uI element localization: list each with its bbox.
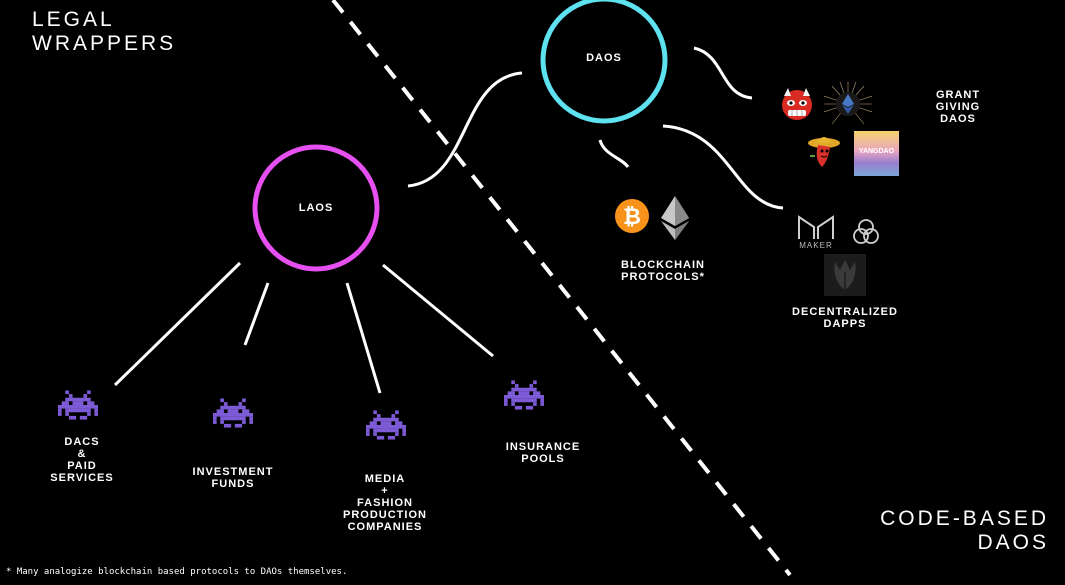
laos-child-label-dacs: DACS & PAID SERVICES xyxy=(50,436,114,484)
yangdao-logo: YANGDAO xyxy=(854,131,899,176)
laos-line-1 xyxy=(113,261,242,387)
bitcoin-icon: ₿ xyxy=(615,199,649,233)
daos-node-label: DAOS xyxy=(586,52,622,64)
tulip-logo xyxy=(824,254,866,296)
laos-child-label-media: MEDIA + FASHION PRODUCTION COMPANIES xyxy=(343,473,427,533)
daos-ring xyxy=(540,0,668,124)
space-invader-icon xyxy=(58,390,98,420)
maker-logo xyxy=(798,215,834,239)
code-based-daos-title: CODE-BASED DAOS xyxy=(880,507,1049,554)
ethereum-sunburst-icon xyxy=(824,82,872,125)
space-invader-icon xyxy=(213,398,253,428)
laos-line-2 xyxy=(243,282,270,346)
laos-child-label-investment: INVESTMENT FUNDS xyxy=(192,466,274,490)
laos-child-label-insurance: INSURANCE POOLS xyxy=(505,441,581,465)
pepper-sombrero-icon xyxy=(808,137,840,167)
ethereum-icon xyxy=(661,196,689,240)
daos-blockchain-connector xyxy=(598,139,630,168)
daos-child-label-dapps: DECENTRALIZED DAPPS xyxy=(792,306,898,330)
daos-child-label-blockchain: BLOCKCHAIN PROTOCOLS* xyxy=(621,259,705,283)
laos-node-label: LAOS xyxy=(298,202,334,214)
aave-trinity-icon xyxy=(853,219,879,244)
laos-line-3 xyxy=(345,282,382,394)
yangdao-logo-text: YANGDAO xyxy=(858,148,895,155)
daos-dapps-connector xyxy=(662,124,784,210)
maker-logo-text: MAKER xyxy=(799,241,833,250)
laos-line-4 xyxy=(382,263,494,358)
laos-daos-connector xyxy=(407,71,523,188)
space-invader-icon xyxy=(504,380,544,410)
legal-wrappers-title: LEGAL WRAPPERS xyxy=(32,8,177,55)
footnote: * Many analogize blockchain based protoc… xyxy=(6,567,348,577)
svg-text:₿: ₿ xyxy=(623,205,641,230)
ogre-mask-icon xyxy=(782,88,812,120)
daos-grant-connector xyxy=(693,46,753,100)
divider-dashed-line xyxy=(331,0,792,577)
space-invader-icon xyxy=(366,410,406,440)
laos-ring xyxy=(252,144,380,272)
daos-child-label-grant: GRANT GIVING DAOS xyxy=(935,89,981,125)
